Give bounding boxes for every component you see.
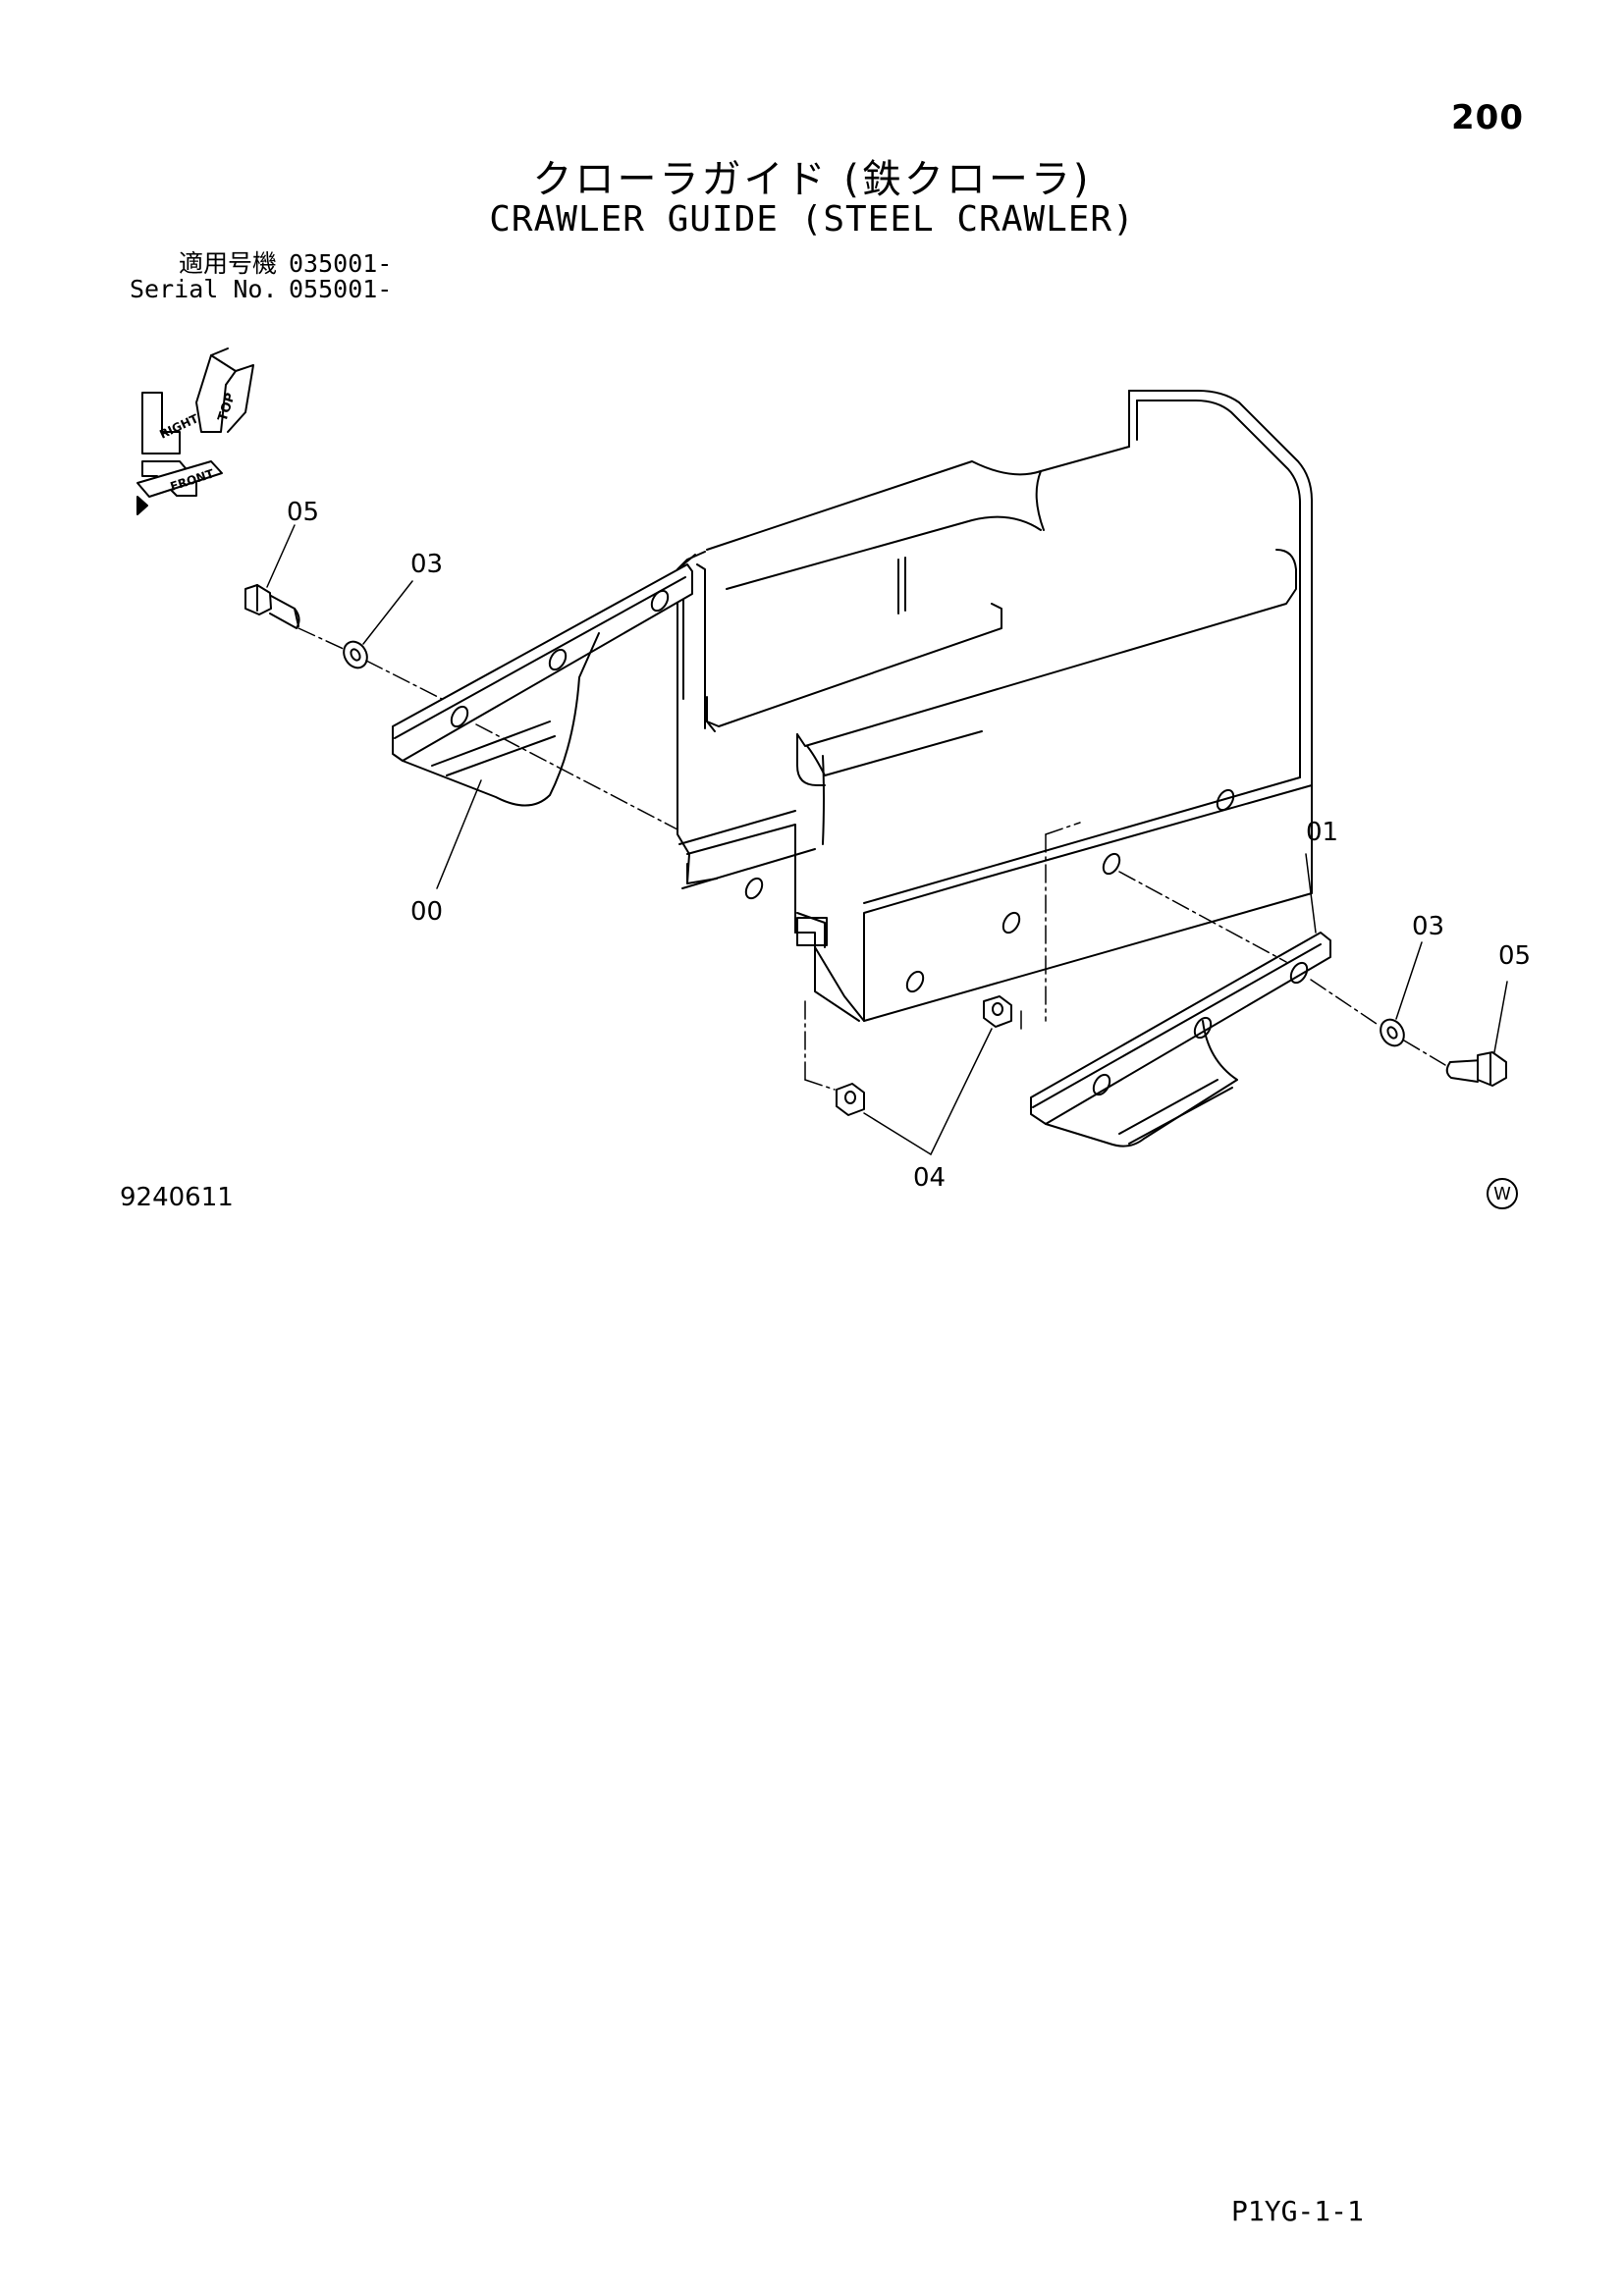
page-code: P1YG-1-1	[1231, 2195, 1364, 2227]
orientation-icon: TOP RIGHT FRONT	[136, 347, 254, 515]
bolt-left-drawing	[244, 584, 300, 629]
serial-label-en: Serial No.	[130, 275, 278, 303]
page-title-japanese: クローラガイド (鉄クローラ)	[532, 157, 1092, 202]
page-title-english: CRAWLER GUIDE (STEEL CRAWLER)	[489, 199, 1135, 240]
track-frame-drawing	[677, 390, 1313, 1022]
leader-lines	[266, 524, 1508, 1155]
callout-00: 00	[410, 897, 443, 927]
serial-applicability: 適用号機 035001- Serial No. 055001-	[130, 251, 392, 302]
left-guide-plate-drawing	[392, 563, 693, 807]
callout-04: 04	[913, 1163, 946, 1193]
figure-number: 9240611	[120, 1183, 234, 1212]
callout-05-left: 05	[287, 498, 319, 527]
callout-05-right: 05	[1498, 941, 1531, 971]
nut-lower-drawing	[836, 1083, 865, 1116]
callout-03-left: 03	[410, 550, 443, 579]
right-guide-plate-drawing	[1030, 932, 1331, 1148]
washer-right-drawing	[1380, 1018, 1405, 1047]
washer-left-drawing	[343, 640, 368, 669]
serial-label-ja: 適用号機	[178, 249, 277, 278]
w-circle-mark: W	[1487, 1178, 1518, 1209]
center-lines	[298, 627, 1446, 1091]
nut-upper-drawing	[983, 995, 1012, 1028]
serial-value-en: 055001-	[289, 275, 393, 303]
page-number: 200	[1451, 98, 1524, 137]
serial-row-ja: 適用号機 035001-	[130, 251, 392, 277]
parts-diagram: TOP RIGHT FRONT	[136, 347, 1531, 1193]
callout-03-right: 03	[1412, 912, 1444, 941]
bolt-right-drawing	[1445, 1051, 1507, 1087]
serial-row-en: Serial No. 055001-	[130, 277, 392, 302]
callout-01: 01	[1306, 818, 1338, 847]
serial-value-ja: 035001-	[289, 249, 393, 278]
